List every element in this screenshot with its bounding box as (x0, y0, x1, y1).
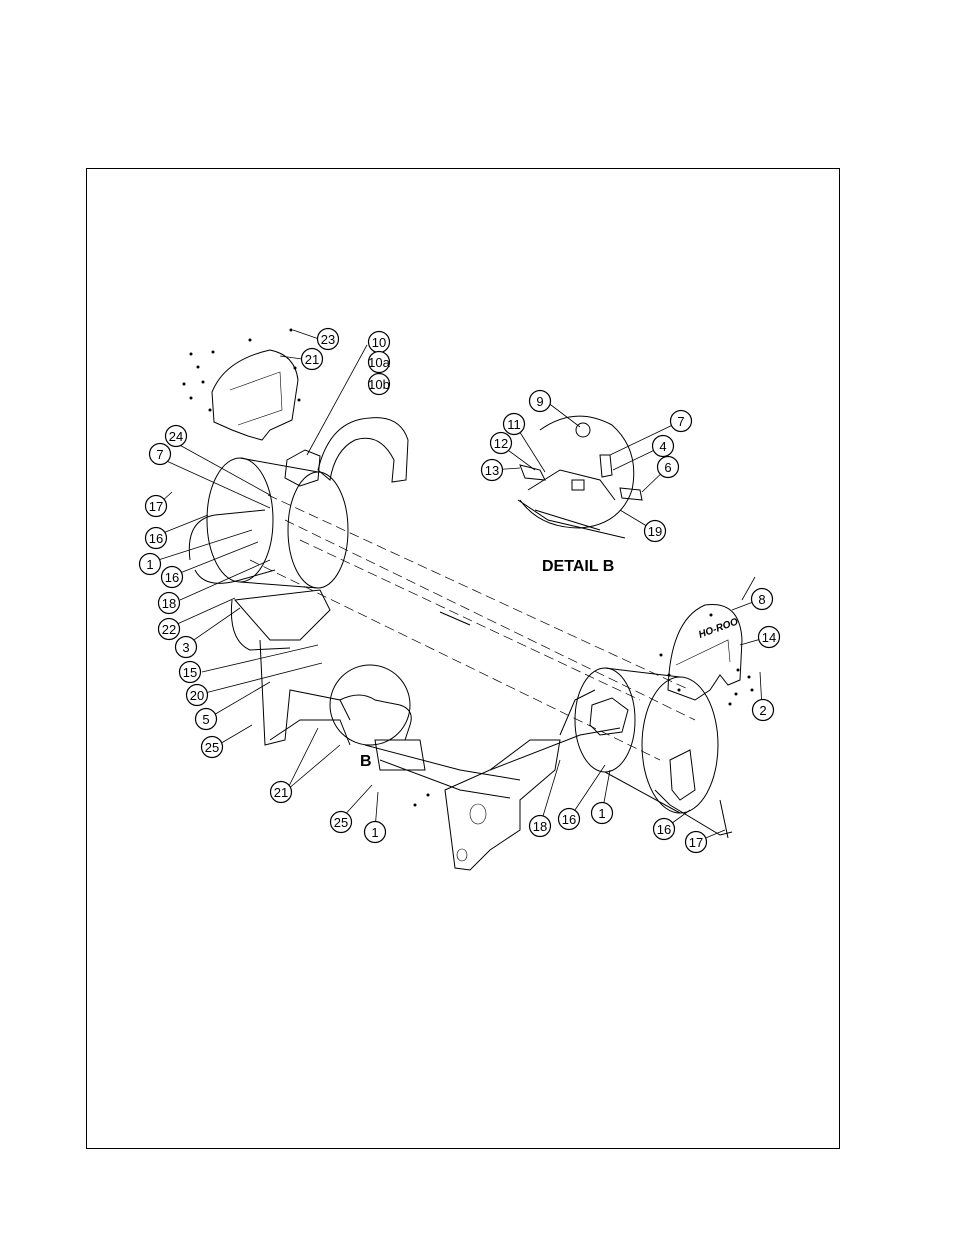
callout-7: 7 (150, 444, 171, 465)
callout-label: 25 (205, 740, 219, 755)
detail-b-title: DETAIL B (542, 558, 614, 575)
callout-label: 5 (202, 712, 209, 727)
callout-8: 8 (752, 589, 773, 610)
detail-b-linework (518, 416, 642, 538)
callout-18: 18 (159, 593, 180, 614)
callout-13: 13 (482, 460, 503, 481)
callout-4: 4 (653, 436, 674, 457)
callout-label: 10a (368, 355, 390, 370)
callout-20: 20 (187, 685, 208, 706)
callout-label: 18 (162, 596, 176, 611)
callout-label: 1 (371, 825, 378, 840)
callout-label: 15 (183, 665, 197, 680)
callout-16: 16 (146, 528, 167, 549)
callout-label: 17 (689, 835, 703, 850)
callout-label: 10 (372, 335, 386, 350)
callout-label: 3 (182, 640, 189, 655)
callout-17: 17 (146, 496, 167, 517)
callout-14: 14 (759, 627, 780, 648)
callout-label: 7 (156, 447, 163, 462)
callout-label: 12 (494, 436, 508, 451)
callout-21: 21 (271, 782, 292, 803)
callout-label: 20 (190, 688, 204, 703)
callout-21: 21 (302, 349, 323, 370)
callout-label: 14 (762, 630, 776, 645)
callout-10a: 10a (368, 352, 390, 373)
callout-12: 12 (491, 433, 512, 454)
callout-23: 23 (318, 329, 339, 350)
callout-label: 10b (368, 377, 390, 392)
callout-1: 1 (140, 554, 161, 575)
callout-label: 7 (677, 414, 684, 429)
callout-5: 5 (196, 709, 217, 730)
callout-19: 19 (645, 521, 666, 542)
callout-label: 4 (659, 439, 666, 454)
callout-label: 18 (533, 819, 547, 834)
callout-1: 1 (365, 822, 386, 843)
fastener-dots (183, 329, 754, 807)
callout-label: 17 (149, 499, 163, 514)
callout-label: 21 (305, 352, 319, 367)
callout-label: 23 (321, 332, 335, 347)
callout-9: 9 (530, 391, 551, 412)
reel-logo-text: HO-ROO (697, 616, 740, 640)
callout-25: 25 (202, 737, 223, 758)
leader-lines (152, 330, 768, 842)
callout-18: 18 (530, 816, 551, 837)
callout-label: 1 (598, 806, 605, 821)
callout-22: 22 (159, 619, 180, 640)
detail-b-marker: B (360, 753, 372, 770)
callout-label: 9 (536, 394, 543, 409)
callout-10: 10 (369, 332, 390, 353)
callout-label: 21 (274, 785, 288, 800)
callout-11: 11 (504, 414, 525, 435)
callout-7: 7 (671, 411, 692, 432)
callout-17: 17 (686, 832, 707, 853)
callout-16: 16 (162, 567, 183, 588)
callout-3: 3 (176, 637, 197, 658)
callout-16: 16 (654, 819, 675, 840)
callout-label: 11 (507, 417, 521, 432)
callout-25: 25 (331, 812, 352, 833)
callout-2: 2 (753, 700, 774, 721)
callout-1: 1 (592, 803, 613, 824)
callout-label: 16 (149, 531, 163, 546)
callout-label: 2 (759, 703, 766, 718)
callout-16: 16 (559, 809, 580, 830)
callout-10b: 10b (368, 374, 390, 395)
callout-label: 13 (485, 463, 499, 478)
callout-label: 16 (657, 822, 671, 837)
callout-label: 16 (165, 570, 179, 585)
callout-24: 24 (166, 426, 187, 447)
callout-label: 16 (562, 812, 576, 827)
callout-15: 15 (180, 662, 201, 683)
callout-label: 1 (146, 557, 153, 572)
callout-label: 19 (648, 524, 662, 539)
callout-label: 6 (664, 460, 671, 475)
callout-6: 6 (658, 457, 679, 478)
callout-label: 8 (758, 592, 765, 607)
callout-label: 24 (169, 429, 183, 444)
callout-label: 25 (334, 815, 348, 830)
callout-bubbles: 23211010a10b2471716116182231520525212519… (140, 329, 780, 853)
callout-label: 22 (162, 622, 176, 637)
